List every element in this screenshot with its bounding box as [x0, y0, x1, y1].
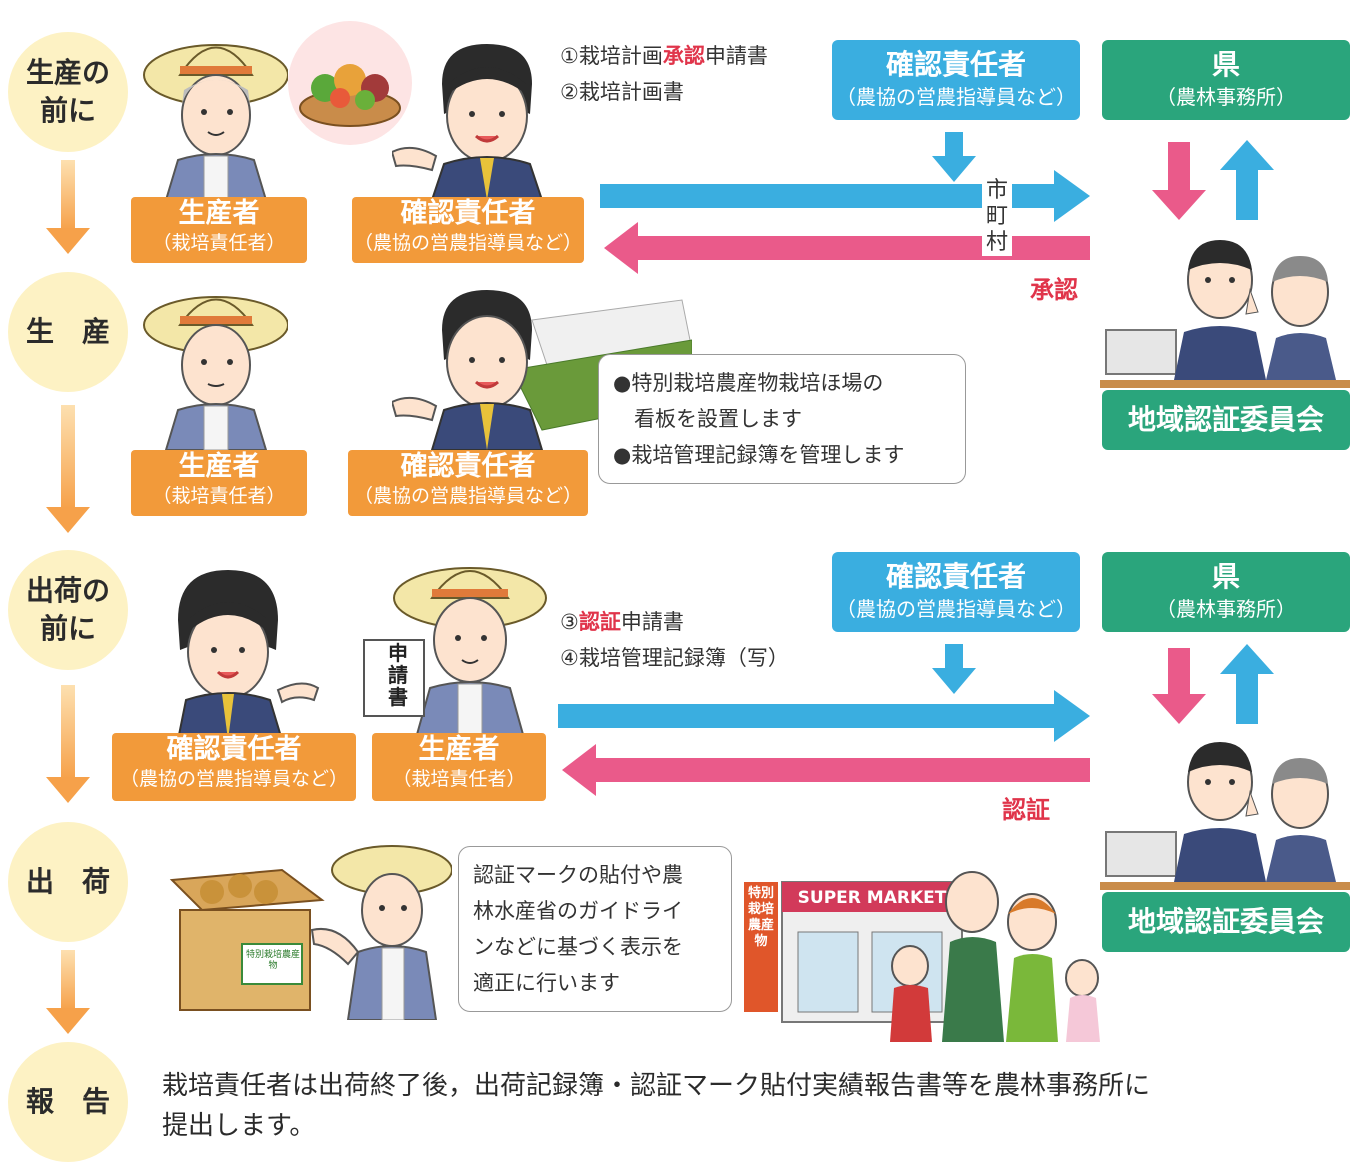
documents-list-1: ①栽培計画承認申請書 ②栽培計画書 — [560, 38, 830, 110]
producer-subtitle: （栽培責任者） — [152, 232, 286, 254]
document-item: ①栽培計画承認申請書 — [560, 44, 768, 68]
supermarket-sign: SUPER MARKET — [797, 888, 947, 908]
confirmer-box-subtitle: （農協の営農指導員など） — [836, 597, 1076, 621]
producer-title: 生産者 — [418, 734, 500, 765]
pink-down-arrow — [1152, 142, 1206, 220]
confirmer-subtitle: （農協の営農指導員など） — [353, 485, 582, 507]
confirmer-title: 確認責任者 — [400, 451, 536, 482]
confirmer-subtitle: （農協の営農指導員など） — [119, 768, 348, 790]
farmer-with-document-illustration — [363, 567, 547, 738]
blue-up-arrow — [1220, 140, 1274, 220]
committee-illustration — [1100, 240, 1350, 388]
confirmer-title: 確認責任者 — [166, 734, 302, 765]
prefecture-box: 県 （農林事務所） — [1102, 40, 1350, 120]
confirmer-label: 確認責任者 （農協の営農指導員など） — [348, 450, 588, 516]
prefecture-subtitle: （農林事務所） — [1156, 597, 1296, 621]
prefecture-title: 県 — [1211, 48, 1240, 81]
document-item: ②栽培計画書 — [560, 80, 684, 104]
special-produce-banner: 特別栽培農産物 — [747, 886, 774, 949]
farmer-illustration — [143, 296, 288, 450]
stage-before-shipping: 出荷の 前に — [8, 550, 128, 670]
box-label: 特別栽培農産物 — [245, 950, 300, 971]
document-item: ④栽培管理記録簿（写） — [560, 646, 789, 670]
committee-box: 地域認証委員会 — [1102, 892, 1350, 952]
producer-subtitle: （栽培責任者） — [152, 485, 286, 507]
stage-flow-arrow — [46, 685, 90, 805]
confirmer-box: 確認責任者 （農協の営農指導員など） — [832, 552, 1080, 632]
stage-report: 報 告 — [8, 1042, 128, 1162]
pink-left-arrow — [562, 744, 1090, 796]
confirmer-box-title: 確認責任者 — [885, 48, 1026, 81]
farmer-with-box-illustration — [169, 845, 452, 1020]
confirmer-illustration — [178, 570, 320, 740]
confirmer-box: 確認責任者 （農協の営農指導員など） — [832, 40, 1080, 120]
stage-flow-arrow — [46, 160, 90, 255]
blue-right-arrow — [558, 690, 1090, 742]
application-document-label: 申 請 書 — [388, 641, 408, 709]
blue-down-arrow — [932, 644, 976, 694]
prefecture-title: 県 — [1211, 560, 1240, 593]
producer-label: 生産者 （栽培責任者） — [372, 733, 546, 801]
producer-title: 生産者 — [178, 198, 260, 229]
blue-right-arrow — [600, 170, 1090, 222]
pink-left-arrow — [604, 222, 1090, 274]
producer-label: 生産者 （栽培責任者） — [131, 197, 307, 263]
pink-down-arrow — [1152, 648, 1206, 724]
confirmer-label: 確認責任者 （農協の営農指導員など） — [112, 733, 356, 801]
farmer-illustration — [143, 44, 288, 200]
approval-label: 承認 — [1030, 276, 1078, 304]
confirmer-title: 確認責任者 — [400, 198, 536, 229]
committee-box: 地域認証委員会 — [1102, 390, 1350, 450]
stage-production: 生 産 — [8, 272, 128, 392]
confirmer-box-subtitle: （農協の営農指導員など） — [836, 85, 1076, 109]
confirmer-label: 確認責任者 （農協の営農指導員など） — [352, 197, 584, 263]
confirmer-illustration — [392, 44, 544, 200]
vegetable-basket-illustration — [288, 21, 412, 145]
blue-up-arrow — [1220, 644, 1274, 724]
supermarket-illustration — [744, 871, 1100, 1042]
documents-list-2: ③認証申請書 ④栽培管理記録簿（写） — [560, 604, 840, 676]
stage-shipping: 出 荷 — [8, 822, 128, 942]
producer-subtitle: （栽培責任者） — [392, 768, 526, 790]
shipping-note: 認証マークの貼付や農 林水産省のガイドライ ンなどに基づく表示を 適正に行います — [458, 846, 732, 1012]
stage-flow-arrow — [46, 950, 90, 1036]
report-text: 栽培責任者は出荷終了後，出荷記録簿・認証マーク貼付実績報告書等を農林事務所に 提… — [162, 1071, 1151, 1141]
document-item: ③認証申請書 — [560, 610, 684, 634]
confirmer-subtitle: （農協の営農指導員など） — [353, 232, 582, 254]
municipality-label: 市 町 村 — [982, 178, 1012, 256]
certification-label: 認証 — [1002, 796, 1050, 824]
committee-illustration — [1100, 742, 1350, 890]
confirmer-box-title: 確認責任者 — [885, 560, 1026, 593]
producer-label: 生産者 （栽培責任者） — [131, 450, 307, 516]
prefecture-box: 県 （農林事務所） — [1102, 552, 1350, 632]
stage-flow-arrow — [46, 405, 90, 535]
producer-title: 生産者 — [178, 451, 260, 482]
prefecture-subtitle: （農林事務所） — [1156, 85, 1296, 109]
stage-before-production: 生産の 前に — [8, 32, 128, 152]
blue-down-arrow — [932, 132, 976, 182]
production-note: ●特別栽培農産物栽培ほ場の 看板を設置します ●栽培管理記録簿を管理します — [598, 354, 966, 484]
